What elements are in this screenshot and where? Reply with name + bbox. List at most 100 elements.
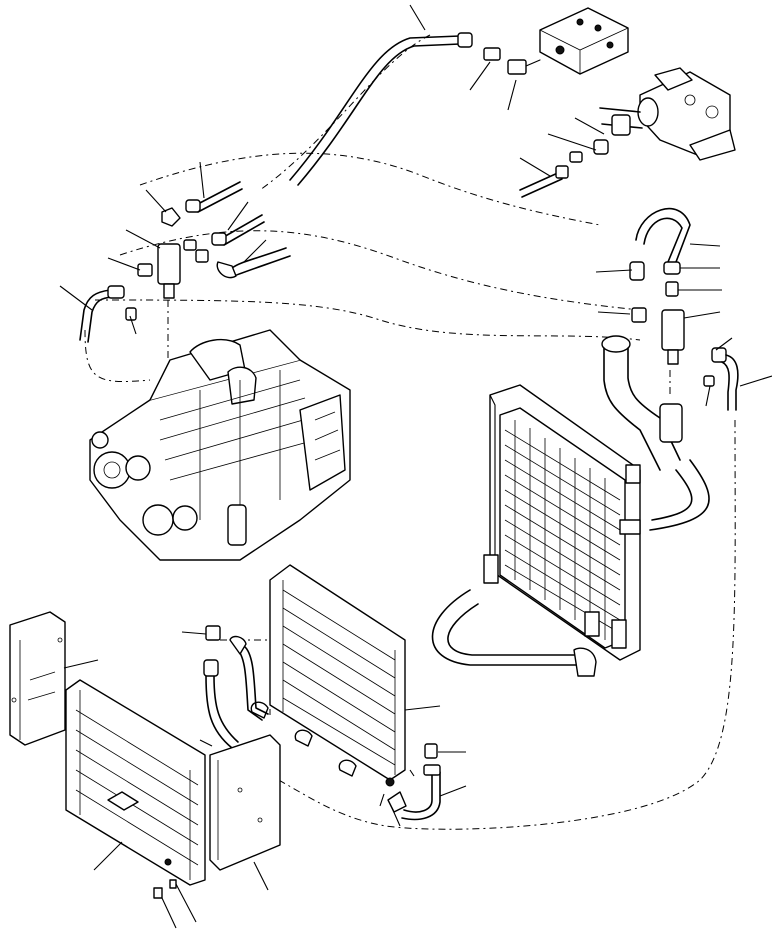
bolt <box>153 887 163 899</box>
tee-fitting <box>507 59 527 75</box>
elbow-fitting <box>631 307 647 323</box>
alternator-pulley <box>172 505 198 531</box>
idler-pulley <box>125 455 151 481</box>
hose-fitting <box>663 261 681 275</box>
filler-neck <box>601 335 631 353</box>
routing-line <box>259 419 736 830</box>
oil-cooler <box>250 564 441 821</box>
valve-block-body <box>539 7 629 75</box>
nipple-fitting <box>665 281 679 297</box>
pump-housing <box>569 67 736 163</box>
top-hose <box>289 32 473 186</box>
hose-segment <box>205 675 239 749</box>
leader-line <box>404 705 441 711</box>
leader-line <box>689 243 721 247</box>
pump-union <box>611 114 631 136</box>
hose-fitting <box>185 199 201 213</box>
leader-line <box>683 311 721 319</box>
intake-elbow <box>227 366 257 405</box>
radiator-fins <box>504 420 621 640</box>
leader-line <box>715 337 733 351</box>
leader-line <box>107 257 141 271</box>
valve-block <box>483 7 629 75</box>
leader-line <box>597 311 631 315</box>
hose-fitting <box>711 347 727 363</box>
nipple-fitting <box>183 239 197 251</box>
leader-line <box>547 133 597 151</box>
valve-block-edge <box>539 27 629 74</box>
side-plate-panel <box>209 734 281 871</box>
routing-line <box>119 230 641 311</box>
leader-line <box>469 61 491 91</box>
housing-ribs <box>314 411 341 461</box>
oil-cooler-sides <box>282 580 396 775</box>
hose-end-fitting <box>457 32 473 48</box>
pump-port <box>637 97 659 127</box>
bolt-hole <box>684 94 696 106</box>
hose-segment <box>231 247 291 277</box>
bolt <box>164 858 172 866</box>
switch-stem <box>667 349 679 365</box>
leader-line <box>181 631 207 635</box>
hose-fitting <box>629 261 645 281</box>
plug-fitting <box>703 375 715 387</box>
pipe-hose-sleeve <box>659 403 683 443</box>
hose-fitting <box>555 165 569 179</box>
right-hose <box>721 354 739 411</box>
routing-line <box>94 299 641 341</box>
radiator <box>483 384 641 661</box>
left-fitting-group <box>79 207 209 343</box>
radiator-bracket <box>611 619 627 649</box>
hose-fitting <box>423 764 441 776</box>
tee-fitting <box>205 625 221 641</box>
radiator-bracket <box>584 611 600 637</box>
short-hoses <box>185 165 569 279</box>
port-hole <box>555 45 565 55</box>
port-hole <box>576 18 584 26</box>
mount-boss <box>91 431 109 449</box>
leader-line <box>595 269 633 273</box>
leader-line <box>93 841 123 871</box>
leader-line <box>227 201 249 231</box>
leader-line <box>439 785 467 797</box>
hose-fitting <box>211 232 227 246</box>
coolant-pipe <box>431 335 710 677</box>
pump-mount-tab <box>654 67 693 91</box>
leader-line <box>125 229 161 249</box>
hose-fitting <box>216 261 237 279</box>
pressure-switch <box>157 243 181 285</box>
switch-stem <box>163 283 175 299</box>
elbow-fitting <box>161 207 181 227</box>
shroud-detail <box>19 640 56 740</box>
clamp <box>294 729 313 747</box>
shroud-panel <box>9 611 66 746</box>
fitting-connector <box>525 59 541 67</box>
grille-latch <box>107 791 139 811</box>
oil-cooler-frame <box>269 564 406 781</box>
leader-line <box>129 315 137 335</box>
leader-line <box>739 375 772 387</box>
leader-line <box>253 861 269 891</box>
center-hoses <box>203 625 269 749</box>
callout-leaders <box>59 4 772 929</box>
leader-line <box>145 189 167 213</box>
clamp <box>338 759 357 777</box>
grille-guard <box>65 679 206 886</box>
leader-line <box>243 239 267 263</box>
routing-line <box>259 34 431 191</box>
crank-pulley-hub <box>103 461 121 479</box>
hose-segment <box>519 171 563 198</box>
leader-line <box>199 161 205 199</box>
tee-fitting <box>195 249 209 263</box>
adapter-fitting <box>137 263 153 277</box>
lower-coolant-pipe <box>431 589 581 666</box>
pipe-clamp <box>573 647 597 677</box>
nipple-fitting <box>569 151 583 163</box>
bolt-hole <box>237 787 243 793</box>
bolt-hole <box>257 817 263 823</box>
radiator-bracket <box>483 554 499 584</box>
port-hole <box>606 41 614 49</box>
adapter-fitting <box>483 47 501 61</box>
leader-line <box>519 157 551 177</box>
